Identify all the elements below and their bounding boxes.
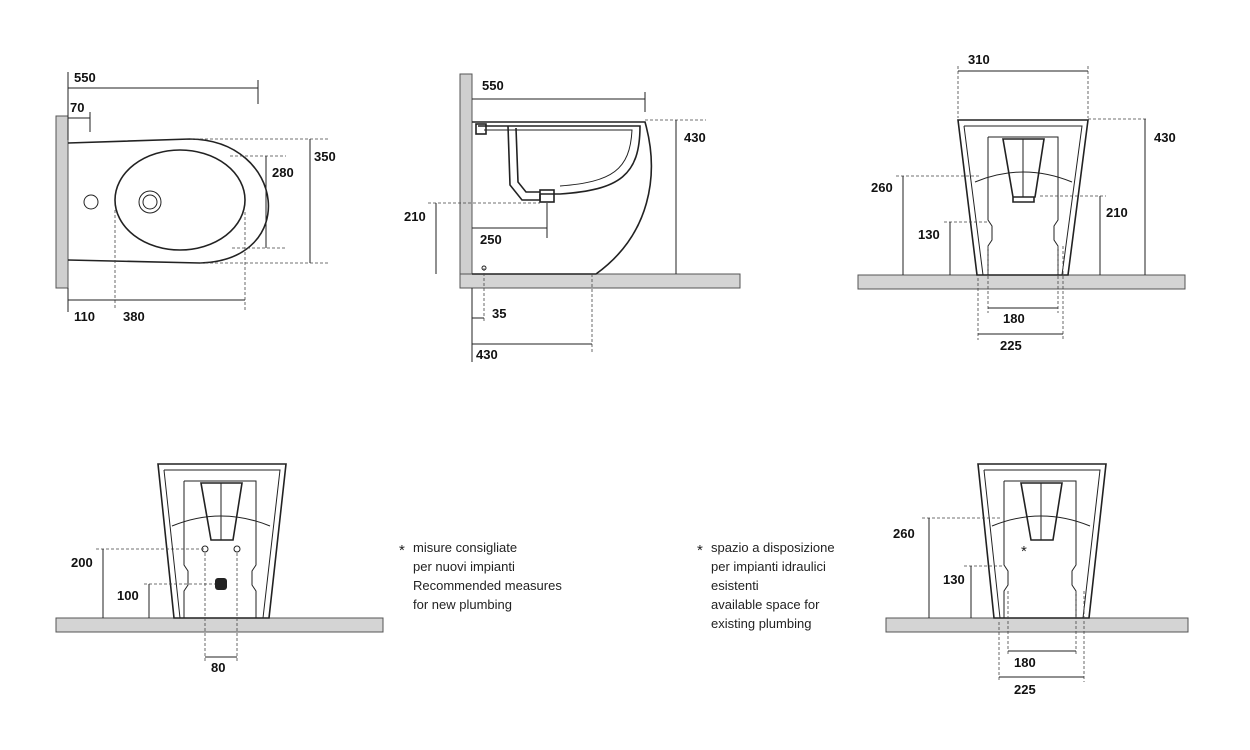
note-existing-plumbing: * spazio a disposizione per impianti idr…	[697, 540, 835, 631]
note-line: esistenti	[711, 578, 759, 593]
dim-outlet-height: 210	[404, 209, 426, 224]
dim-drain-height: 100	[117, 588, 139, 603]
dim-outer-width: 225	[1000, 338, 1022, 353]
note-line: available space for	[711, 597, 820, 612]
side-view: 550 430 210 250 35 430	[404, 73, 741, 362]
drain-channel	[507, 125, 541, 201]
fixture-outline	[67, 138, 270, 264]
dim-inner-width: 180	[1014, 655, 1036, 670]
wall	[459, 73, 473, 275]
dim-bowl-width: 280	[272, 165, 294, 180]
dim-overall-length: 550	[74, 70, 96, 85]
drain-outlet	[215, 578, 227, 590]
bowl-trap	[1020, 482, 1063, 541]
fixture-inner-outline	[983, 469, 1101, 619]
inlet-connector	[475, 123, 487, 135]
dim-height: 430	[1154, 130, 1176, 145]
note-line: per nuovi impianti	[413, 559, 515, 574]
fixture-inner-outline	[963, 125, 1083, 276]
floor	[857, 274, 1186, 290]
tap-hole	[138, 190, 162, 214]
note-line: for new plumbing	[413, 597, 512, 612]
floor	[885, 617, 1189, 633]
note-line: misure consigliate	[413, 540, 517, 555]
dim-floor-hole: 35	[492, 306, 506, 321]
floor	[55, 617, 384, 633]
asterisk-marker: *	[697, 542, 703, 559]
fixture-outline	[157, 463, 287, 619]
bowl-trap	[200, 482, 243, 541]
floor	[459, 273, 741, 289]
note-line: existing plumbing	[711, 616, 811, 631]
dim-width: 350	[314, 149, 336, 164]
note-line: Recommended measures	[413, 578, 562, 593]
dim-hole-offset: 110	[74, 309, 95, 324]
inner-bowl-profile	[484, 129, 633, 187]
dim-step-height: 130	[918, 227, 940, 242]
front-view: 310 430 260 210 130 180 225	[857, 52, 1186, 353]
dim-inlet-spacing: 80	[211, 660, 225, 675]
dim-bowl-length: 380	[123, 309, 145, 324]
dim-inner-height: 260	[871, 180, 893, 195]
note-line: spazio a disposizione	[711, 540, 835, 555]
inner-cavity	[1003, 480, 1077, 618]
fixture-outline	[977, 463, 1107, 619]
dim-inlet-height: 200	[71, 555, 93, 570]
dim-inner-width: 180	[1003, 311, 1025, 326]
top-view: 550 70 350 280 110 380	[55, 70, 336, 324]
dim-outlet-height: 210	[1106, 205, 1128, 220]
water-inlet-right	[233, 545, 241, 553]
fixture-inner-outline	[163, 469, 281, 619]
asterisk-marker: *	[1021, 543, 1027, 560]
dim-top-width: 310	[968, 52, 990, 67]
fixture-outline	[957, 119, 1089, 276]
note-line: per impianti idraulici	[711, 559, 826, 574]
outlet-connector	[539, 189, 555, 203]
dim-outer-width: 225	[1014, 682, 1036, 697]
note-new-plumbing: * misure consigliate per nuovi impianti …	[399, 540, 562, 612]
dim-step-height: 130	[943, 572, 965, 587]
dim-wall-offset: 70	[70, 100, 84, 115]
asterisk-marker: *	[399, 542, 405, 559]
inner-cavity	[183, 480, 257, 618]
bowl-profile	[478, 125, 641, 195]
fixture-outline	[472, 121, 653, 275]
fixing-hole	[83, 194, 99, 210]
bowl-trap	[1002, 138, 1045, 203]
dim-inner-height: 260	[893, 526, 915, 541]
rear-view-existing: * 260 130 180 225	[885, 463, 1189, 697]
dim-height: 430	[684, 130, 706, 145]
dim-outlet-depth: 250	[480, 232, 502, 247]
dim-length: 550	[482, 78, 504, 93]
bowl-outline	[114, 149, 246, 251]
wall	[55, 115, 69, 289]
dim-base-depth: 430	[476, 347, 498, 362]
rear-view-new: 200 100 80	[55, 463, 384, 675]
tap-hole-inner	[142, 194, 158, 210]
